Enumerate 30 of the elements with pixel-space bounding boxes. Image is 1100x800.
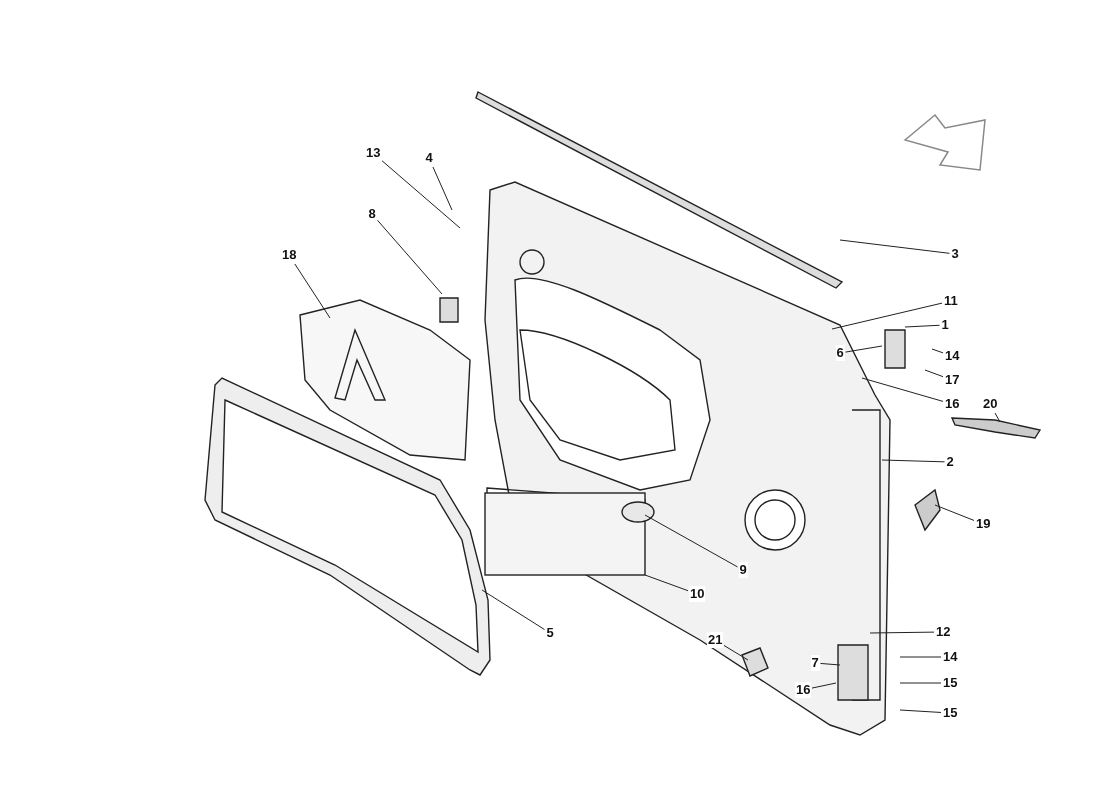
leader-line bbox=[811, 682, 837, 689]
leader-line bbox=[381, 160, 461, 229]
callout-number: 9 bbox=[738, 562, 748, 578]
leader-line bbox=[899, 682, 942, 684]
leader-line bbox=[904, 324, 940, 328]
callout-number: 7 bbox=[810, 655, 820, 671]
leader-line bbox=[820, 662, 841, 666]
callout-number: 16 bbox=[795, 682, 812, 698]
leader-line bbox=[934, 504, 975, 521]
leader-line bbox=[644, 514, 738, 568]
leader-line bbox=[377, 219, 443, 295]
callout-number: 6 bbox=[835, 345, 845, 361]
leader-line bbox=[861, 377, 944, 402]
leader-line bbox=[869, 631, 935, 634]
leader-line bbox=[432, 166, 453, 211]
leader-line bbox=[481, 589, 545, 630]
leader-line bbox=[723, 644, 749, 661]
leader-line bbox=[845, 345, 883, 353]
leader-line bbox=[899, 656, 942, 658]
leader-line bbox=[899, 709, 942, 713]
callout-number: 10 bbox=[689, 586, 706, 602]
leader-line bbox=[931, 348, 944, 354]
leader-line bbox=[294, 263, 331, 319]
leader-line bbox=[924, 369, 944, 378]
leader-line bbox=[881, 459, 945, 463]
leader-line bbox=[831, 302, 943, 330]
leader-line bbox=[839, 239, 950, 254]
leader-line bbox=[994, 412, 1001, 423]
leader-line bbox=[644, 574, 689, 592]
callout-number: 21 bbox=[707, 632, 724, 648]
